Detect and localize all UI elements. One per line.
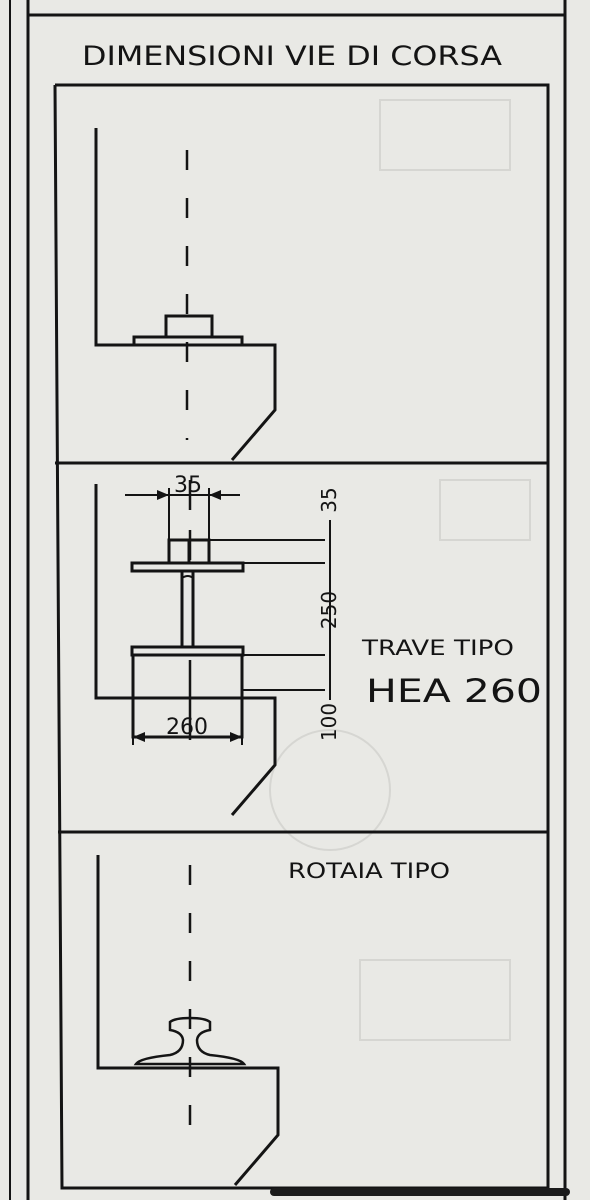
background-ghost-marks <box>269 99 531 1041</box>
hea-beam-section <box>130 561 245 657</box>
dim-base-height: 100 <box>317 703 341 741</box>
rail-type-label: ROTAIA TIPO <box>288 859 450 883</box>
page-title: DIMENSIONI VIE DI CORSA <box>82 41 503 72</box>
dim-top-width: 35 <box>174 473 202 498</box>
outer-frame <box>9 0 567 1200</box>
panel-top <box>94 128 277 461</box>
panel-middle <box>94 480 331 816</box>
beam-type-label: TRAVE TIPO <box>361 636 514 660</box>
panel-top-wall-outline <box>94 128 277 461</box>
scroll-indicator[interactable] <box>270 1188 570 1196</box>
dim-web-height: 250 <box>317 591 341 629</box>
dimension-arrows <box>133 490 242 742</box>
panel-middle-wall-outline <box>94 484 277 816</box>
dim-base-width: 260 <box>166 715 208 740</box>
dim-top-height: 35 <box>317 487 341 512</box>
panel-bottom-wall-outline <box>96 855 280 1186</box>
dimension-lines <box>125 488 331 745</box>
panel-top-base-plate <box>132 314 244 347</box>
panel-bottom <box>96 855 280 1186</box>
beam-type-value: HEA 260 <box>366 672 542 710</box>
